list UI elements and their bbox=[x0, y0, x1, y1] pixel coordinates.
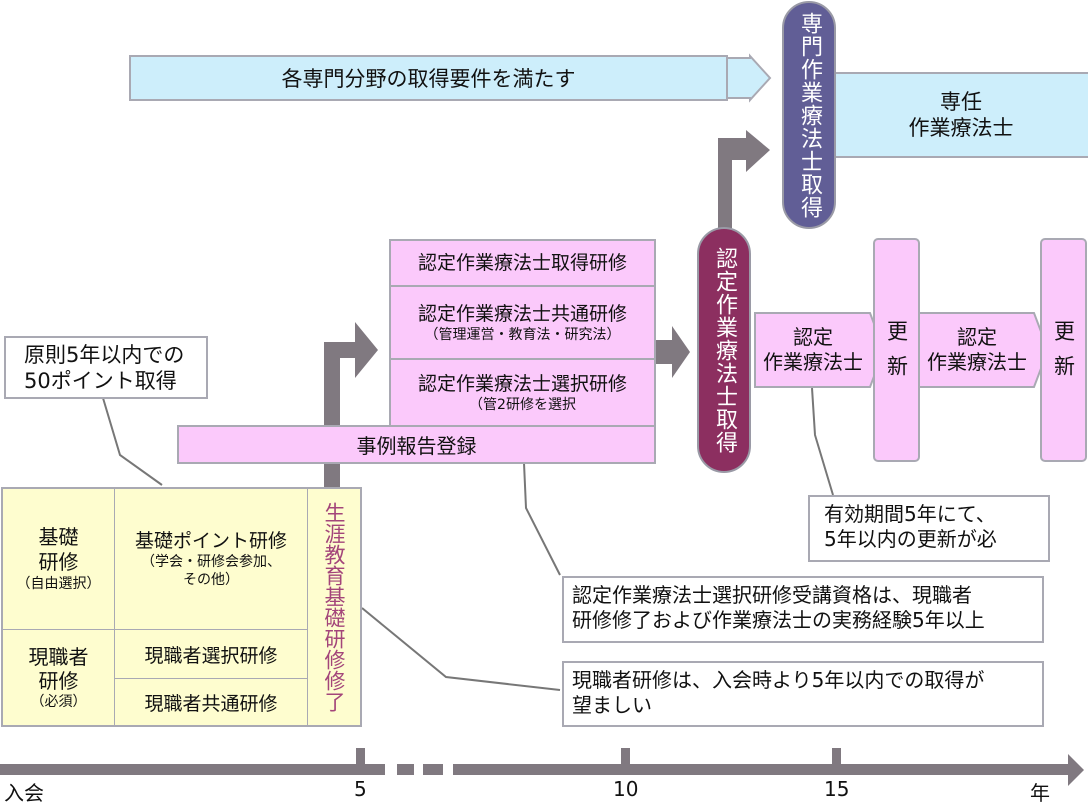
top-banner-label: 各専門分野の取得要件を満たす bbox=[281, 67, 576, 91]
note-current-staff-line2: 望ましい bbox=[572, 693, 652, 717]
kiso-title2: 研修 bbox=[38, 550, 79, 574]
kiso-point-title: 基礎ポイント研修 bbox=[134, 530, 287, 552]
certified-pill-label: 認定作業療法士取得 bbox=[712, 246, 737, 454]
specialist-pill-label: 専門作業療法士取得 bbox=[797, 11, 822, 219]
leader-line-eligibility bbox=[523, 462, 561, 576]
genshoku-common-cell: 現職者共通研修 bbox=[114, 678, 308, 726]
genshoku-sub: （必須） bbox=[30, 693, 87, 710]
case-report-bar: 事例報告登録 bbox=[177, 425, 656, 464]
leader-line-points bbox=[102, 397, 163, 486]
timeline-start-label: 入会 bbox=[4, 781, 44, 805]
note-eligibility-line2: 研修修了および作業療法士の実務経験5年以上 bbox=[572, 608, 985, 632]
certified-pill: 認定作業療法士取得 bbox=[697, 227, 751, 473]
arrow-to-certified-pill bbox=[656, 326, 690, 378]
kiso-point-sub2: その他） bbox=[183, 572, 239, 588]
renewal-label-2: 更新 bbox=[1051, 320, 1076, 390]
genshoku-select-label: 現職者選択研修 bbox=[144, 644, 278, 667]
genshoku-select-cell: 現職者選択研修 bbox=[114, 629, 308, 679]
kiso-point-cell: 基礎ポイント研修 （学会・研修会参加、 その他） bbox=[114, 488, 308, 630]
timeline-axis-left bbox=[0, 764, 385, 775]
arrow-banner-to-specialist bbox=[726, 53, 772, 103]
arrow-to-specialist-pill bbox=[718, 130, 770, 228]
note-points: 原則5年以内での 50ポイント取得 bbox=[4, 336, 208, 399]
specialist-result-box: 専任 作業療法士 bbox=[832, 72, 1088, 158]
note-points-line2: 50ポイント取得 bbox=[24, 369, 177, 393]
renewal-label-1: 更新 bbox=[884, 320, 909, 390]
note-validity: 有効期間5年にて、 5年以内の更新が必 bbox=[808, 495, 1050, 562]
timeline-axis-right bbox=[453, 764, 1069, 775]
certified-training-common-title: 認定作業療法士共通研修 bbox=[417, 302, 627, 325]
completion-label: 生涯教育基礎研修修了 bbox=[322, 502, 346, 712]
note-eligibility: 認定作業療法士選択研修受講資格は、現職者 研修修了および作業療法士の実務経験5年… bbox=[562, 576, 1044, 643]
specialist-result-line1: 専任 bbox=[940, 90, 982, 114]
timeline-tick-5 bbox=[356, 748, 365, 766]
leader-line-validity bbox=[811, 387, 834, 496]
kiso-sub: （自由選択） bbox=[16, 576, 101, 592]
timeline-arrowhead bbox=[1068, 754, 1084, 786]
specialist-result-line2: 作業療法士 bbox=[908, 116, 1014, 140]
certified-period-1-line1: 認定 bbox=[793, 325, 833, 349]
certified-training-elective: 認定作業療法士選択研修 （管2研修を選択 bbox=[389, 358, 656, 427]
timeline-tick-label-5: 5 bbox=[354, 777, 367, 801]
genshoku-common-label: 現職者共通研修 bbox=[144, 692, 278, 715]
top-banner: 各専門分野の取得要件を満たす bbox=[129, 55, 728, 101]
note-eligibility-line1: 認定作業療法士選択研修受講資格は、現職者 bbox=[572, 583, 972, 607]
certified-period-2-line2: 作業療法士 bbox=[927, 350, 1027, 374]
renewal-box-2: 更新 bbox=[1040, 238, 1087, 462]
note-validity-line2: 5年以内の更新が必 bbox=[824, 527, 997, 551]
completion-cell: 生涯教育基礎研修修了 bbox=[307, 488, 361, 726]
timeline-tick-label-15: 15 bbox=[824, 777, 850, 801]
timeline-tick-15 bbox=[832, 748, 841, 766]
leader-line-current-staff bbox=[361, 607, 561, 691]
note-current-staff-line1: 現職者研修は、入会時より5年以内での取得が bbox=[572, 668, 985, 692]
timeline-end-label: 年 bbox=[1030, 781, 1050, 805]
genshoku-title2: 研修 bbox=[38, 668, 79, 693]
genshoku-training-cell: 現職者 研修 （必須） bbox=[2, 629, 115, 726]
certified-training-common-sub: （管理運営・教育法・研究法） bbox=[424, 326, 621, 343]
timeline-break-1 bbox=[397, 764, 414, 775]
genshoku-title1: 現職者 bbox=[28, 644, 89, 669]
kiso-training-cell: 基礎 研修 （自由選択） bbox=[2, 488, 115, 630]
specialist-pill: 専門作業療法士取得 bbox=[782, 1, 836, 229]
kiso-title1: 基礎 bbox=[38, 525, 79, 549]
arrow-to-certified-training bbox=[324, 322, 378, 492]
certified-period-2-line1: 認定 bbox=[957, 325, 997, 349]
renewal-box-1: 更新 bbox=[873, 238, 920, 462]
kiso-point-sub1: （学会・研修会参加、 bbox=[141, 554, 281, 570]
certified-training-elective-sub: （管2研修を選択 bbox=[469, 396, 576, 413]
certified-period-1-line2: 作業療法士 bbox=[763, 350, 863, 374]
timeline-tick-label-10: 10 bbox=[613, 777, 639, 801]
certified-training-elective-title: 認定作業療法士選択研修 bbox=[417, 372, 627, 395]
certified-training-acquire-title: 認定作業療法士取得研修 bbox=[417, 252, 627, 274]
note-current-staff: 現職者研修は、入会時より5年以内での取得が 望ましい bbox=[562, 661, 1044, 727]
note-validity-line1: 有効期間5年にて、 bbox=[824, 502, 996, 526]
timeline-tick-10 bbox=[621, 748, 630, 766]
timeline-break-2 bbox=[423, 764, 443, 775]
certified-period-2-label: 認定 作業療法士 bbox=[918, 312, 1036, 388]
note-points-line1: 原則5年以内での bbox=[24, 343, 185, 367]
certified-training-acquire: 認定作業療法士取得研修 bbox=[389, 239, 656, 287]
certified-period-1-label: 認定 作業療法士 bbox=[754, 312, 872, 388]
case-report-label: 事例報告登録 bbox=[356, 434, 477, 458]
certified-training-common: 認定作業療法士共通研修 （管理運営・教育法・研究法） bbox=[389, 285, 656, 360]
